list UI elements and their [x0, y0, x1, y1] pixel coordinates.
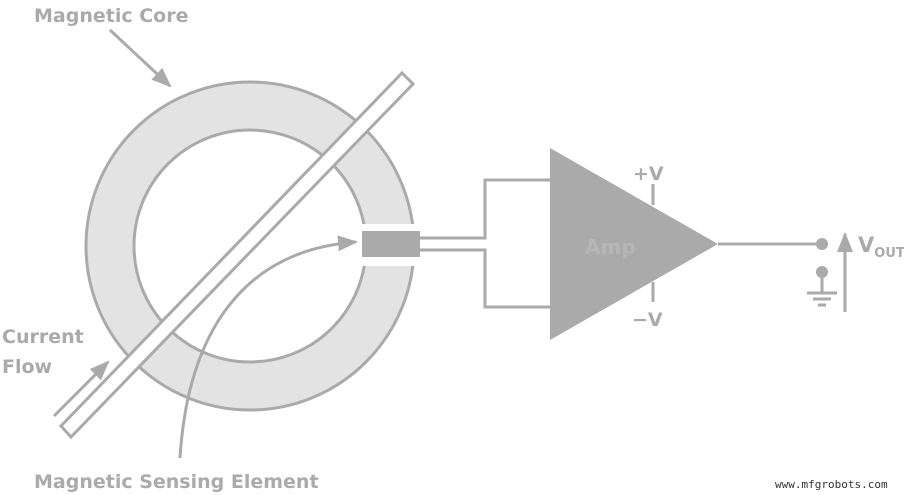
sensing-element-arrow-icon	[178, 235, 358, 459]
amp-label: Amp	[585, 235, 636, 259]
ground-symbol	[807, 266, 837, 307]
magnetic-sensing-element	[362, 231, 420, 257]
amplifier-triangle	[550, 148, 718, 340]
current-conductor	[58, 70, 416, 440]
current-flow-label-line2: Flow	[2, 356, 52, 378]
plus-v-label: +V	[633, 163, 664, 185]
vout-label: VOUT	[858, 233, 904, 261]
sensor-wire-bottom	[420, 248, 550, 309]
minus-v-label: −V	[632, 309, 663, 331]
magnetic-core-label: Magnetic Core	[34, 5, 188, 27]
magnetic-core-arrow-icon	[108, 28, 172, 88]
current-flow-arrow-icon	[52, 360, 110, 418]
sensor-wire-top	[420, 178, 550, 240]
sensing-element-label: Magnetic Sensing Element	[34, 471, 319, 493]
watermark: www.mfgrobots.com	[775, 478, 888, 491]
output-terminal	[816, 238, 828, 250]
current-flow-label-line1: Current	[2, 326, 84, 348]
